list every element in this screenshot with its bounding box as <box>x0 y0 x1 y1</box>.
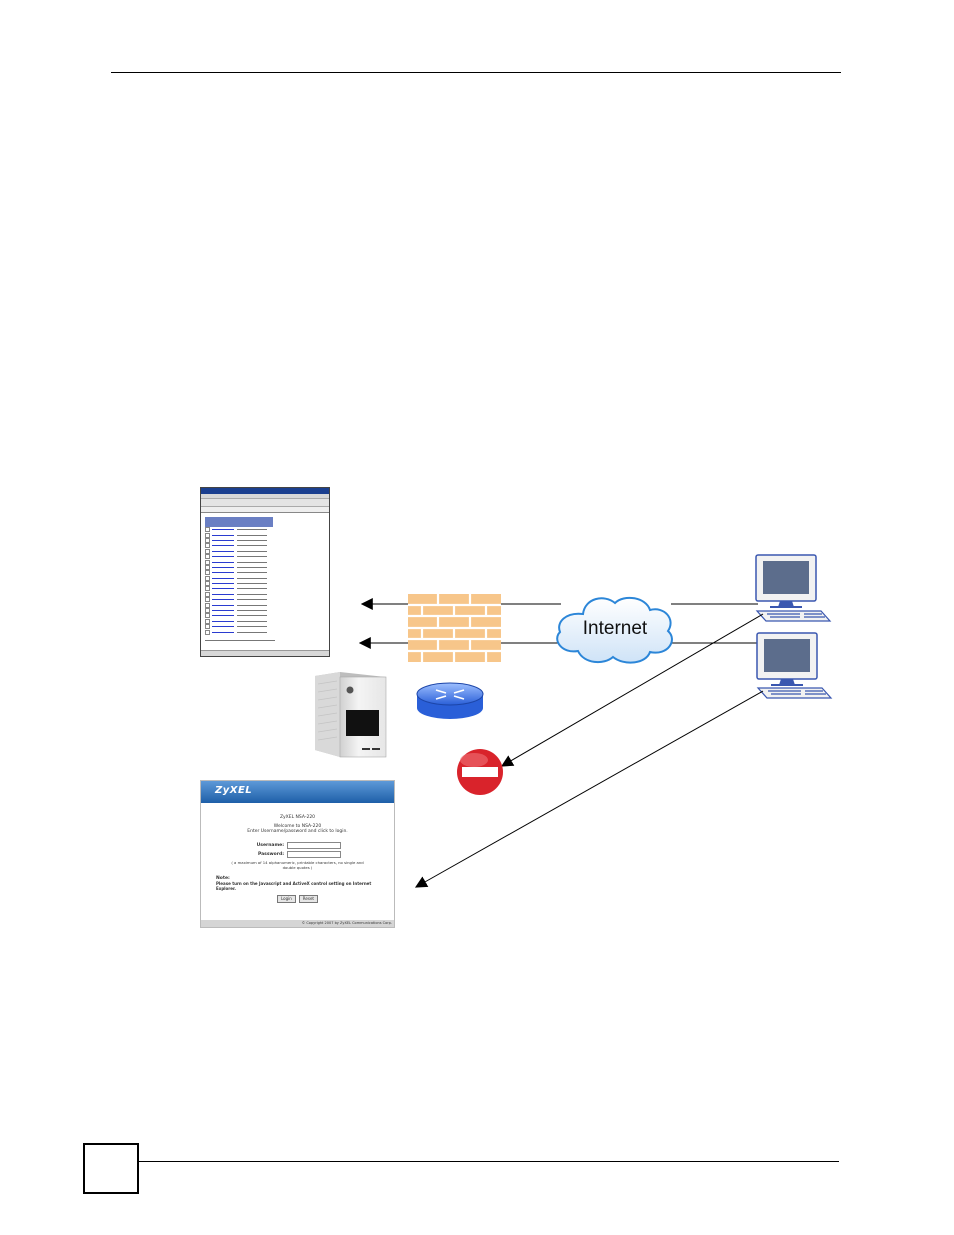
reset-button[interactable]: Reset <box>298 895 318 903</box>
list-item <box>205 543 279 549</box>
welcome-text: Welcome to NSA-220 <box>273 824 322 829</box>
internet-cloud-icon <box>556 596 673 664</box>
computer-icon-top <box>755 554 832 622</box>
product-name: ZyXEL NSA-220 <box>279 815 316 820</box>
username-label: Username: <box>256 843 284 848</box>
list-item <box>205 581 279 587</box>
note-label: Note: <box>216 876 230 881</box>
list-item <box>205 618 279 624</box>
list-item <box>205 613 279 619</box>
computer-icon-bottom <box>756 632 833 699</box>
login-footer: © Copyright 2007 by ZyXEL Communications… <box>201 920 394 927</box>
list-item <box>205 575 279 581</box>
zyxel-logo: ZyXEL <box>215 785 253 796</box>
username-row: Username: <box>201 842 394 849</box>
nas-device-icon <box>315 672 387 758</box>
login-header-bar: ZyXEL <box>201 781 394 803</box>
firewall-icon <box>408 594 501 662</box>
internet-label: Internet <box>582 618 648 639</box>
password-row: Password: <box>201 851 394 858</box>
file-browser-window <box>200 487 330 657</box>
login-window: ZyXEL ZyXEL NSA-220 Welcome to NSA-220 E… <box>200 780 395 928</box>
page-number-box <box>83 1143 139 1194</box>
list-item <box>205 564 279 570</box>
blocked-icon <box>457 749 503 795</box>
list-item <box>205 597 279 603</box>
list-item <box>205 527 279 533</box>
footer-rule <box>139 1161 839 1162</box>
login-button[interactable]: Login <box>277 895 296 903</box>
list-item <box>205 532 279 538</box>
browser-file-list <box>201 513 329 643</box>
router-icon <box>416 682 484 719</box>
list-item <box>205 537 279 543</box>
browser-address-bar <box>201 507 329 513</box>
login-buttons: Login Reset <box>201 895 394 903</box>
list-item <box>205 559 279 565</box>
browser-footer-text <box>205 639 275 641</box>
list-item <box>205 586 279 592</box>
browser-toolbar <box>201 499 329 507</box>
list-item <box>205 629 279 635</box>
arrow-to-login <box>414 690 764 888</box>
browser-menu-bar <box>201 494 329 499</box>
note-text: Please turn on the Javascript and Active… <box>216 881 372 891</box>
list-item <box>205 624 279 630</box>
instruction-text: Enter Username/password and click to log… <box>247 829 348 834</box>
password-input[interactable] <box>287 851 341 858</box>
file-list-header <box>205 517 273 527</box>
login-body: ZyXEL NSA-220 Welcome to NSA-220 Enter U… <box>201 815 394 903</box>
header-rule <box>111 72 841 73</box>
arrow-to-blocked <box>500 613 764 767</box>
list-item <box>205 602 279 608</box>
list-item <box>205 570 279 576</box>
browser-title-bar <box>201 488 329 494</box>
list-item <box>205 554 279 560</box>
browser-status-bar <box>201 650 329 656</box>
username-input[interactable] <box>287 842 341 849</box>
list-item <box>205 548 279 554</box>
username-hint: ( a maximum of 14 alphanumeric, printabl… <box>231 860 364 870</box>
password-label: Password: <box>257 852 284 857</box>
list-item <box>205 608 279 614</box>
list-item <box>205 591 279 597</box>
